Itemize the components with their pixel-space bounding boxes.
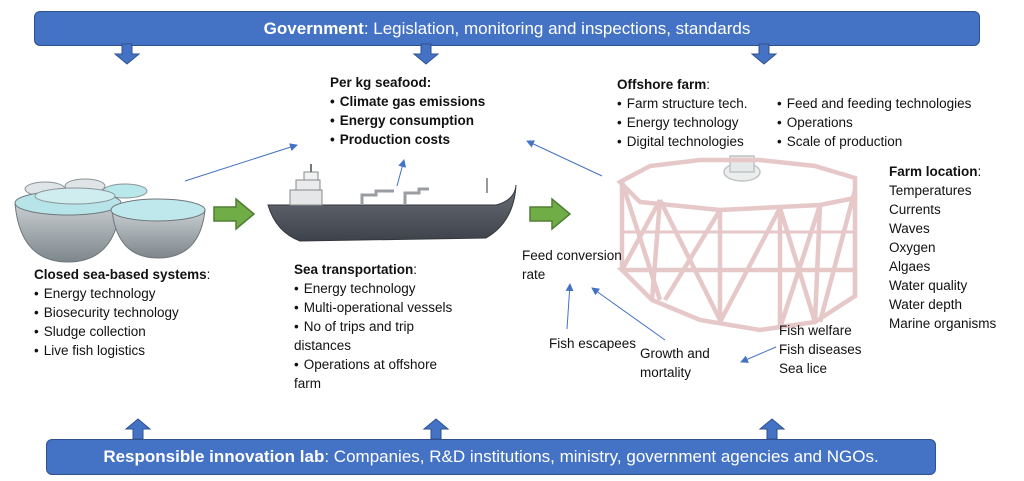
farm-location-item: Currents bbox=[889, 202, 941, 217]
per-kg-block: Per kg seafood: Climate gas emissions En… bbox=[330, 73, 485, 149]
farm-location-item: Waves bbox=[889, 221, 930, 236]
farm-location-suffix: : bbox=[977, 164, 982, 179]
up-arrow-left bbox=[124, 418, 152, 440]
up-arrow-right bbox=[758, 418, 786, 440]
offshore-farm-block: Offshore farm: Farm structure tech. Ener… bbox=[617, 75, 748, 151]
connector-arrows bbox=[184, 140, 777, 363]
government-text: : Legislation, monitoring and inspection… bbox=[363, 18, 751, 38]
down-arrow-right bbox=[750, 43, 778, 65]
offshore-farm-item: Operations bbox=[777, 113, 971, 132]
innovation-lab-banner: Responsible innovation lab: Companies, R… bbox=[46, 439, 936, 475]
farm-location-block: Farm location: Temperatures Currents Wav… bbox=[889, 162, 996, 333]
closed-systems-block: Closed sea-based systems: Energy technol… bbox=[34, 265, 210, 360]
closed-tanks-illustration bbox=[14, 178, 206, 263]
farm-location-item: Algaes bbox=[889, 259, 931, 274]
feed-conversion-line: rate bbox=[522, 267, 546, 282]
closed-systems-item: Energy technology bbox=[34, 284, 210, 303]
farm-location-item: Oxygen bbox=[889, 240, 936, 255]
fish-welfare-item: Sea lice bbox=[779, 361, 828, 376]
growth-mortality-label: Growth and mortality bbox=[640, 344, 710, 382]
sea-transport-block: Sea transportation: Energy technology Mu… bbox=[294, 260, 484, 393]
offshore-farm-block-right: Feed and feeding technologies Operations… bbox=[777, 94, 972, 151]
flow-arrow-1 bbox=[213, 197, 256, 231]
offshore-farm-item: Digital technologies bbox=[617, 132, 748, 151]
fish-escapees-label: Fish escapees bbox=[549, 336, 637, 351]
offshore-farm-item: Scale of production bbox=[777, 132, 971, 151]
closed-systems-item: Biosecurity technology bbox=[34, 303, 210, 322]
fish-welfare-block: Fish welfare Fish diseases Sea lice bbox=[779, 321, 862, 378]
offshore-farm-item: Feed and feeding technologies bbox=[777, 94, 972, 113]
closed-systems-item: Sludge collection bbox=[34, 322, 210, 341]
feed-conversion-label: Feed conversion rate bbox=[522, 246, 622, 284]
closed-systems-item: Live fish logistics bbox=[34, 341, 210, 360]
flow-arrow-2 bbox=[529, 197, 572, 231]
closed-systems-suffix: : bbox=[206, 267, 211, 282]
per-kg-item: Production costs bbox=[330, 130, 485, 149]
offshore-farm-heading: Offshore farm bbox=[617, 77, 707, 92]
government-title: Government bbox=[263, 18, 364, 38]
per-kg-heading: Per kg seafood: bbox=[330, 75, 432, 90]
sea-transport-heading: Sea transportation bbox=[294, 262, 414, 277]
farm-location-item: Water depth bbox=[889, 297, 963, 312]
growth-line: Growth and bbox=[640, 346, 710, 361]
sea-transport-item: Energy technology bbox=[294, 279, 484, 298]
farm-location-item: Marine organisms bbox=[889, 316, 997, 331]
innovation-lab-title: Responsible innovation lab bbox=[103, 447, 325, 466]
per-kg-item: Energy consumption bbox=[330, 111, 485, 130]
down-arrow-left bbox=[113, 43, 141, 65]
ship-illustration bbox=[267, 164, 517, 242]
farm-location-item: Water quality bbox=[889, 278, 968, 293]
down-arrow-center bbox=[412, 43, 440, 65]
sea-transport-item: Operations at offshore farm bbox=[294, 355, 464, 393]
offshore-farm-illustration bbox=[616, 155, 858, 333]
offshore-farm-suffix: : bbox=[706, 77, 711, 92]
closed-systems-heading: Closed sea-based systems bbox=[34, 267, 207, 282]
up-arrow-center bbox=[422, 418, 450, 440]
sea-transport-item: No of trips and trip distances bbox=[294, 317, 474, 355]
growth-line: mortality bbox=[640, 365, 692, 380]
sea-transport-item: Multi-operational vessels bbox=[294, 298, 484, 317]
government-banner: Government: Legislation, monitoring and … bbox=[34, 11, 980, 46]
innovation-lab-text: : Companies, R&D institutions, ministry,… bbox=[324, 447, 879, 466]
offshore-farm-item: Farm structure tech. bbox=[617, 94, 748, 113]
farm-location-heading: Farm location bbox=[889, 164, 978, 179]
fish-welfare-item: Fish diseases bbox=[779, 342, 862, 357]
sea-transport-suffix: : bbox=[413, 262, 418, 277]
feed-conversion-line: Feed conversion bbox=[522, 248, 622, 263]
farm-location-item: Temperatures bbox=[889, 183, 972, 198]
fish-welfare-item: Fish welfare bbox=[779, 323, 852, 338]
offshore-farm-item: Energy technology bbox=[617, 113, 748, 132]
per-kg-item: Climate gas emissions bbox=[330, 92, 486, 111]
